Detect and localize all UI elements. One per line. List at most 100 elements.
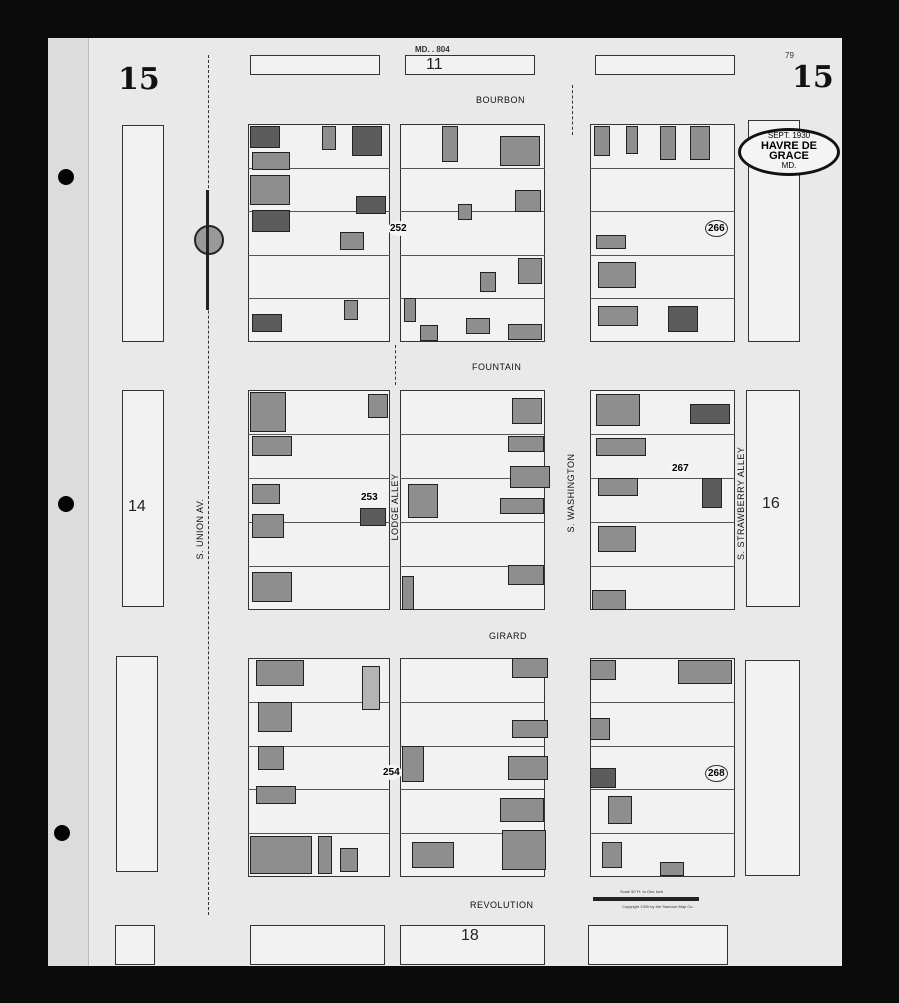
building xyxy=(258,746,284,770)
lot-line xyxy=(248,298,390,300)
building xyxy=(250,175,290,205)
building xyxy=(252,514,284,538)
building xyxy=(352,126,382,156)
building xyxy=(500,798,544,822)
building xyxy=(442,126,458,162)
block-number-top: 11 xyxy=(426,56,443,73)
lot-line xyxy=(248,833,390,835)
lot-line xyxy=(400,566,545,567)
block-number-16: 16 xyxy=(762,495,780,512)
lot-line xyxy=(248,478,390,479)
city-block xyxy=(250,55,380,75)
city-block xyxy=(588,925,728,965)
stamp-state: MD. xyxy=(781,161,797,170)
binder-hole xyxy=(54,825,70,841)
lot-line xyxy=(248,701,390,703)
building xyxy=(340,232,364,250)
lot-line xyxy=(248,522,390,523)
building xyxy=(340,848,358,872)
sheet-ref-254: 254 xyxy=(381,765,402,780)
city-block xyxy=(116,656,158,872)
lot-line xyxy=(248,211,390,213)
building xyxy=(402,576,414,610)
building xyxy=(518,258,542,284)
water-main-line xyxy=(395,345,396,385)
building xyxy=(250,126,280,148)
building xyxy=(258,702,292,732)
lot-line xyxy=(590,701,735,703)
lot-line xyxy=(590,478,735,479)
sheet-ref-267: 267 xyxy=(670,461,691,476)
copyright: Copyright 1930 by the Sanborn Map Co. xyxy=(622,904,694,909)
sheet-number-right: 15 xyxy=(792,60,834,95)
lot-line xyxy=(400,254,545,256)
block-number-18: 18 xyxy=(461,927,479,944)
building xyxy=(500,136,540,166)
city-block xyxy=(122,390,164,607)
lot-line xyxy=(590,298,735,300)
building xyxy=(252,152,290,170)
building xyxy=(690,404,730,424)
building xyxy=(660,862,684,876)
lot-line xyxy=(590,833,735,835)
building xyxy=(360,508,386,526)
building xyxy=(626,126,638,154)
lot-line xyxy=(590,566,735,567)
volume-ref: MD. . 804 xyxy=(415,45,450,54)
lot-line xyxy=(590,434,735,435)
sheet-number-left: 15 xyxy=(118,62,160,97)
page-ref: 79 xyxy=(785,51,794,60)
water-main-line xyxy=(208,55,209,915)
building xyxy=(508,756,548,780)
lot-line xyxy=(590,254,735,256)
lot-line xyxy=(248,167,390,169)
building xyxy=(250,836,312,874)
building xyxy=(512,398,542,424)
title-stamp: SEPT. 1930 HAVRE DE GRACE MD. xyxy=(738,128,840,176)
building xyxy=(318,836,332,874)
building xyxy=(256,786,296,804)
binder-hole xyxy=(58,169,74,185)
building xyxy=(596,438,646,456)
lot-line xyxy=(248,434,390,435)
lot-line xyxy=(400,789,545,791)
block-number-14: 14 xyxy=(128,498,146,515)
building xyxy=(602,842,622,868)
building xyxy=(678,660,732,684)
building xyxy=(508,565,544,585)
city-block xyxy=(250,925,385,965)
lot-line xyxy=(248,566,390,567)
building xyxy=(458,204,472,220)
building xyxy=(690,126,710,160)
street-fountain: FOUNTAIN xyxy=(472,362,522,372)
lot-line xyxy=(400,298,545,300)
building xyxy=(466,318,490,334)
building xyxy=(368,394,388,418)
city-block xyxy=(400,925,545,965)
lot-line xyxy=(248,254,390,256)
building xyxy=(252,572,292,602)
lot-line xyxy=(590,522,735,523)
city-block xyxy=(122,125,164,342)
building xyxy=(508,436,544,452)
building xyxy=(252,436,292,456)
building xyxy=(502,830,546,870)
city-block xyxy=(746,390,800,607)
building xyxy=(256,660,304,686)
sheet-ref-266: 266 xyxy=(705,220,728,237)
building xyxy=(420,325,438,341)
lot-line xyxy=(590,167,735,169)
sheet-ref-253: 253 xyxy=(359,490,380,505)
building xyxy=(598,306,638,326)
lot-line xyxy=(590,745,735,747)
building xyxy=(596,235,626,249)
street-union: S. UNION AV. xyxy=(195,498,205,560)
building xyxy=(344,300,358,320)
lot-line xyxy=(400,478,545,479)
lot-line xyxy=(590,211,735,213)
water-main-line xyxy=(572,85,573,135)
building xyxy=(590,718,610,740)
street-lodge: LODGE ALLEY xyxy=(390,473,400,541)
building xyxy=(702,478,722,508)
lot-line xyxy=(400,745,545,747)
